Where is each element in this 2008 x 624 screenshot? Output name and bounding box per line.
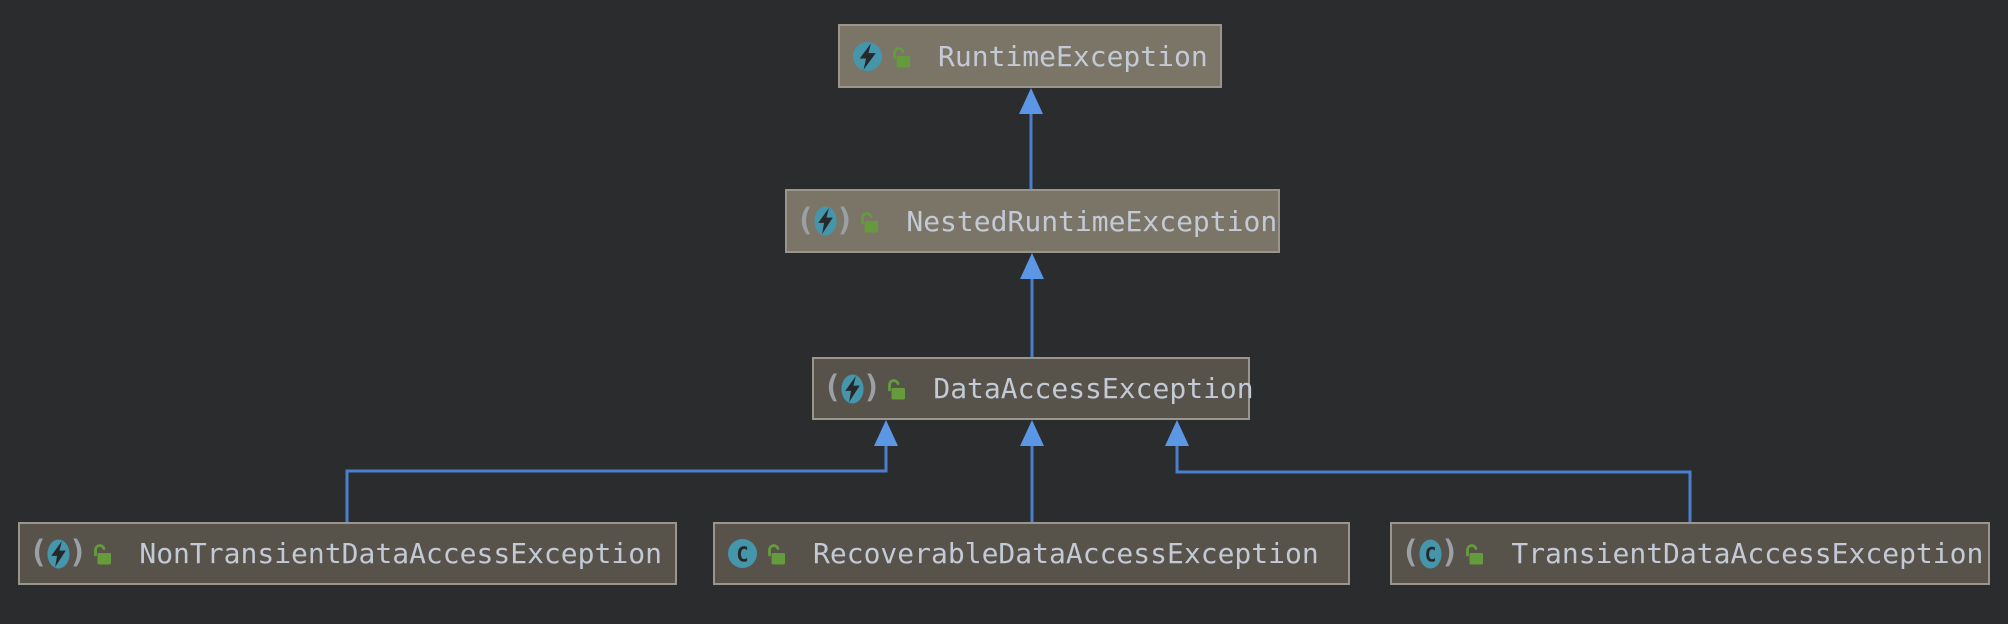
lightning-bolt-icon: [817, 207, 833, 235]
abstract-class-icon: ( C ): [1401, 534, 1460, 570]
class-node-nested-runtime-exception[interactable]: ( ) NestedRuntimeException: [785, 189, 1280, 253]
public-unlocked-icon: [1464, 542, 1485, 565]
class-letter-glyph: C: [1424, 543, 1436, 566]
inheritance-edge: [1165, 420, 1692, 522]
lightning-bolt-icon: [844, 375, 860, 402]
inheritance-arrowhead-icon: [1165, 420, 1189, 446]
inheritance-edge: [1020, 253, 1044, 357]
class-letter-glyph: C: [736, 542, 748, 566]
abstract-exception-class-icon: ( ): [823, 369, 882, 405]
public-unlocked-icon: [891, 45, 912, 68]
class-name-label: NestedRuntimeException: [906, 204, 1278, 238]
lightning-bolt-icon: [859, 42, 876, 70]
class-name-label: RuntimeException: [938, 39, 1208, 73]
class-node-non-transient-data-access-exception[interactable]: ( ) NonTransientDataAccessException: [18, 522, 677, 585]
class-node-transient-data-access-exception[interactable]: ( C ) TransientDataAccessException: [1390, 522, 1990, 585]
inheritance-arrowhead-icon: [1020, 253, 1044, 279]
public-unlocked-icon: [766, 542, 787, 565]
class-name-label: NonTransientDataAccessException: [139, 537, 662, 570]
class-node-data-access-exception[interactable]: ( ) DataAccessException: [812, 357, 1254, 420]
inheritance-edge: [1020, 420, 1044, 522]
public-unlocked-icon: [859, 210, 880, 233]
class-name-label: RecoverableDataAccessException: [813, 537, 1319, 570]
public-unlocked-icon: [92, 542, 113, 565]
class-name-label: TransientDataAccessException: [1511, 537, 1984, 570]
inheritance-arrowhead-icon: [1019, 88, 1043, 114]
inheritance-edge: [1019, 88, 1043, 189]
class-node-runtime-exception[interactable]: RuntimeException: [838, 24, 1222, 88]
abstract-exception-class-icon: ( ): [796, 201, 855, 238]
inheritance-edge: [345, 420, 898, 522]
public-unlocked-icon: [886, 377, 907, 400]
abstract-exception-class-icon: ( ): [29, 534, 88, 570]
inheritance-arrowhead-icon: [1020, 420, 1044, 446]
class-name-label: DataAccessException: [933, 372, 1254, 405]
class-node-recoverable-data-access-exception[interactable]: C RecoverableDataAccessException: [713, 522, 1350, 585]
exception-class-icon: [852, 41, 883, 72]
class-icon: C: [727, 538, 758, 569]
inheritance-arrowhead-icon: [874, 420, 898, 446]
lightning-bolt-icon: [50, 540, 66, 567]
